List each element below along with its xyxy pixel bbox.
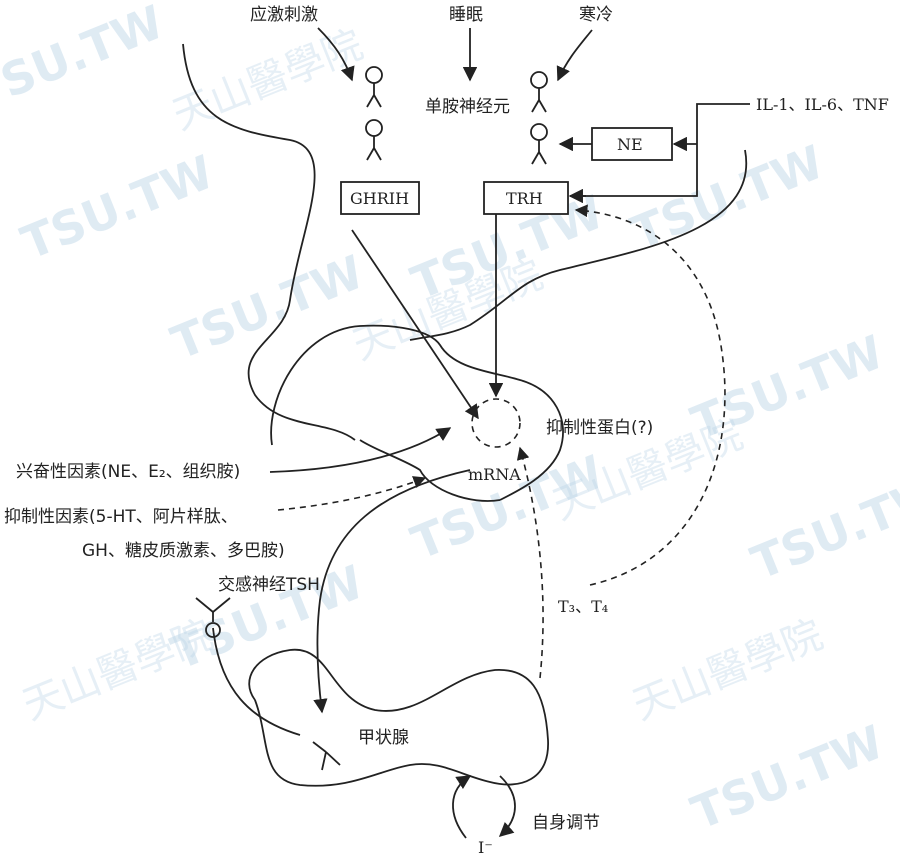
thyroid-outline bbox=[248, 649, 549, 787]
watermark-text: TSU.TW bbox=[744, 465, 900, 591]
watermark-text: TSU.TW bbox=[164, 245, 371, 371]
label-thyroid: 甲状腺 bbox=[358, 728, 409, 748]
label-excitatory-factors: 兴奋性因素(NE、E₂、组织胺) bbox=[16, 462, 240, 482]
label-ne: NE bbox=[617, 135, 643, 154]
arrows bbox=[212, 27, 750, 839]
label-cold: 寒冷 bbox=[579, 5, 613, 25]
pituitary-lower-contour bbox=[359, 439, 501, 502]
trh-box bbox=[483, 181, 569, 215]
arrow-stress bbox=[317, 27, 355, 82]
neuron-figure bbox=[365, 119, 383, 161]
thyroid-contour bbox=[248, 649, 549, 787]
pituitary-outline bbox=[182, 43, 748, 502]
watermark-chinese: 天山醫學院 bbox=[167, 22, 370, 140]
hypothalamus-left-contour bbox=[182, 43, 356, 441]
label-inhibitory-factors-2: GH、糖皮质激素、多巴胺) bbox=[82, 541, 285, 561]
label-monoamine: 单胺神经元 bbox=[425, 97, 510, 117]
watermark-text: TSU.TW bbox=[14, 145, 221, 271]
watermark-text: TSU.TW bbox=[0, 0, 171, 120]
label-sleep: 睡眠 bbox=[449, 5, 483, 25]
pituitary-outer-contour bbox=[270, 324, 564, 501]
arrow-inhibitory bbox=[277, 476, 427, 511]
label-sympathetic-tsh: 交感神经TSH bbox=[218, 575, 320, 595]
label-inhibitory-factors-1: 抑制性因素(5-HT、阿片样肽、 bbox=[4, 507, 238, 527]
label-trh: TRH bbox=[506, 189, 543, 208]
receptor-symbol-thyroid bbox=[312, 741, 341, 771]
label-iodide: I⁻ bbox=[478, 838, 493, 857]
neuron-figure bbox=[530, 71, 548, 113]
receptor-symbol bbox=[195, 597, 231, 638]
arrow-ghrih-to-mrna bbox=[351, 229, 479, 420]
arrow-t3t4-to-hypothalamus bbox=[574, 204, 726, 586]
ghrih-box bbox=[340, 181, 420, 215]
sympathetic-nerve-line bbox=[212, 627, 301, 736]
cytokine-line bbox=[572, 103, 750, 197]
arrow-tsh-to-thyroid bbox=[313, 469, 471, 714]
label-autoregulation: 自身调节 bbox=[532, 813, 600, 833]
arrow-t3t4-to-pituitary bbox=[516, 446, 544, 679]
label-t3-t4: T₃、T₄ bbox=[558, 597, 608, 616]
arrow-excitatory bbox=[269, 427, 452, 473]
label-ghrih: GHRIH bbox=[350, 189, 409, 208]
label-inhibitory-protein: 抑制性蛋白(?) bbox=[546, 418, 653, 438]
autoregulation-loop-left bbox=[452, 775, 472, 839]
arrow-cold bbox=[556, 29, 593, 82]
autoregulation-loop-right bbox=[498, 775, 516, 837]
watermark-text: TSU.TW bbox=[684, 715, 891, 841]
neuron-figure bbox=[365, 66, 383, 108]
hypothalamus-right-contour bbox=[409, 149, 748, 341]
watermark-chinese: 天山醫學院 bbox=[627, 612, 830, 730]
label-mrna: mRNA bbox=[468, 465, 521, 484]
cell-nucleus bbox=[471, 398, 521, 448]
label-stress: 应激刺激 bbox=[250, 5, 318, 25]
dashed-arrows bbox=[277, 204, 726, 679]
label-cytokines: IL-1、IL-6、TNF bbox=[756, 95, 889, 114]
neuron-figure bbox=[530, 123, 548, 165]
